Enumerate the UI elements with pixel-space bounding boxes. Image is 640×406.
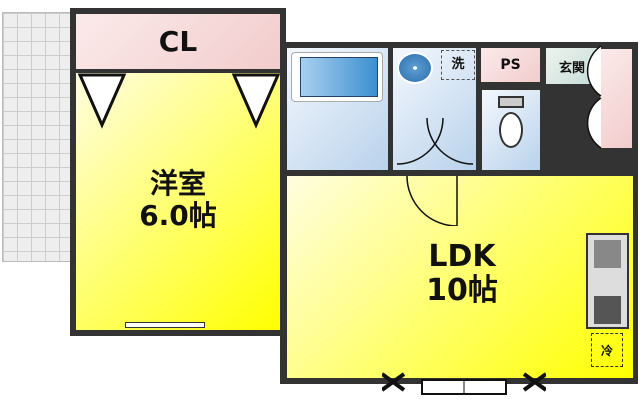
western-room-size: 6.0帖 xyxy=(139,199,217,232)
ldk: LDK 10帖 冷 xyxy=(287,46,633,378)
toilet-room xyxy=(482,90,540,170)
fridge-space: 冷 xyxy=(591,333,623,367)
entrance-label: 玄関 xyxy=(558,60,585,76)
ldk-name: LDK xyxy=(428,239,496,274)
western-room-label: 洋室 6.0帖 xyxy=(76,168,280,232)
washer-space: 洗 xyxy=(441,50,475,80)
stove-icon xyxy=(594,296,621,324)
western-room-name: 洋室 xyxy=(149,167,206,200)
bath-door[interactable] xyxy=(393,118,476,170)
entrance-door[interactable] xyxy=(567,46,603,166)
pipe-space: PS xyxy=(481,48,540,82)
closet-label: CL xyxy=(158,25,198,58)
kitchen-counter xyxy=(586,233,629,329)
bathroom xyxy=(287,48,388,170)
ldk-label: LDK 10帖 xyxy=(377,240,547,308)
western-room-window[interactable] xyxy=(125,322,205,328)
washroom: 洗 xyxy=(393,48,476,170)
ldk-window[interactable] xyxy=(380,368,548,398)
window-icon xyxy=(380,372,548,395)
ldk-door[interactable] xyxy=(405,176,465,226)
toilet-icon xyxy=(498,96,524,108)
sink-icon xyxy=(594,240,621,268)
ldk-size: 10帖 xyxy=(426,273,498,308)
western-room: 洋室 6.0帖 xyxy=(76,73,280,330)
pipe-space-label: PS xyxy=(500,57,521,73)
closet-doors xyxy=(77,73,280,129)
balcony xyxy=(2,12,72,262)
closet: CL xyxy=(76,14,280,69)
shoe-cabinet xyxy=(600,48,632,148)
sink-icon xyxy=(397,52,433,84)
bathtub xyxy=(291,52,383,102)
